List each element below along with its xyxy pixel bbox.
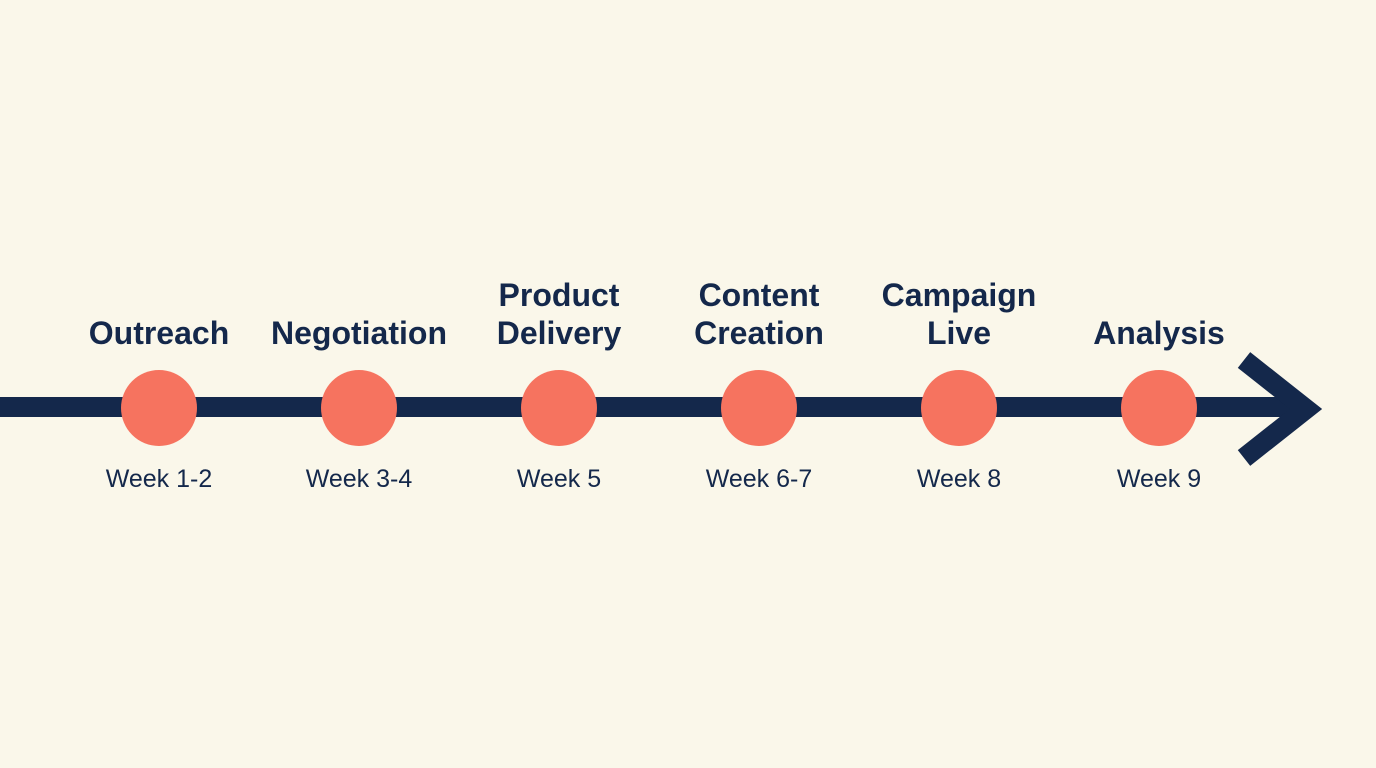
milestone-week: Week 9 [1116, 465, 1202, 493]
milestone-week: Week 5 [516, 465, 602, 493]
milestone-title: Outreach [88, 315, 230, 351]
milestone-week: Week 3-4 [305, 465, 413, 493]
milestone-title: Campaign Live [881, 277, 1037, 351]
milestone-dot [121, 370, 197, 446]
milestone-week: Week 1-2 [105, 465, 213, 493]
milestone-dot [321, 370, 397, 446]
arrow-head-icon [1237, 352, 1322, 466]
milestone-title: Negotiation [271, 315, 447, 351]
milestone-title: Product Delivery [496, 277, 622, 351]
milestone-dot [721, 370, 797, 446]
milestone-content-creation: Content Creation Week 6-7 [649, 0, 869, 768]
milestone-negotiation: Negotiation Week 3-4 [249, 0, 469, 768]
milestone-analysis: Analysis Week 9 [1049, 0, 1269, 768]
milestone-dot [921, 370, 997, 446]
milestone-week: Week 8 [916, 465, 1002, 493]
milestone-outreach: Outreach Week 1-2 [49, 0, 269, 768]
milestone-title: Analysis [1093, 315, 1225, 351]
milestone-week: Week 6-7 [705, 465, 813, 493]
milestone-campaign-live: Campaign Live Week 8 [849, 0, 1069, 768]
milestone-title: Content Creation [694, 277, 824, 351]
milestone-dot [1121, 370, 1197, 446]
milestone-product-delivery: Product Delivery Week 5 [449, 0, 669, 768]
milestone-dot [521, 370, 597, 446]
